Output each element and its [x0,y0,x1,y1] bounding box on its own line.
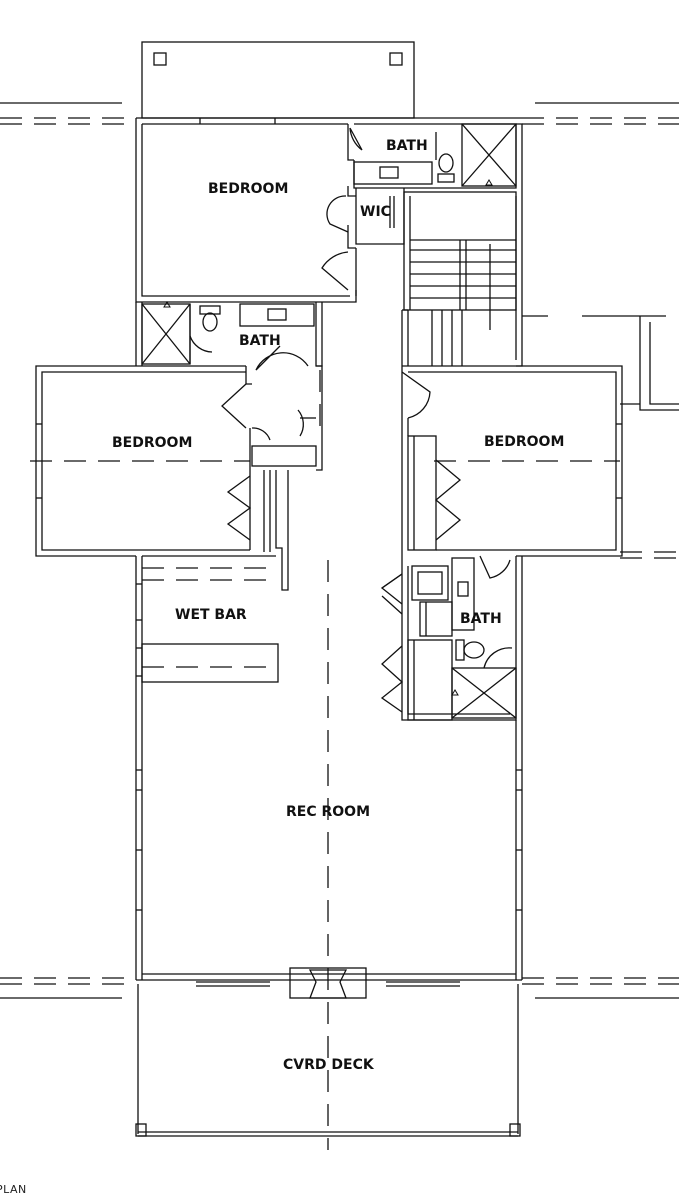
right-bedroom-walls [401,365,623,560]
rec-room-walls [135,555,523,981]
label-cvrd-deck: CVRD DECK [283,1057,375,1073]
label-bath-mid: BATH [239,333,281,349]
label-bedroom-left: BEDROOM [112,435,192,451]
label-bedroom-right: BEDROOM [484,434,564,450]
label-bedroom-top: BEDROOM [208,181,288,197]
plan-caption: PLAN [0,1183,27,1196]
label-bath-right: BATH [460,611,502,627]
dashed-reference-lines [0,117,679,1150]
covered-deck [135,984,521,1137]
label-bath-top: BATH [386,138,428,154]
right-bath-fixtures [380,555,517,721]
label-wet-bar: WET BAR [175,607,247,623]
stairs [403,123,523,367]
triangle-symbols [163,179,493,696]
top-bath-fixtures [353,123,517,189]
mid-bath-fixtures [135,302,323,371]
left-bedroom-walls [35,365,323,591]
label-rec-room: REC ROOM [286,804,370,820]
top-bump-out [141,41,415,119]
upper-bedroom-walls [135,117,522,303]
entry-door [196,967,460,999]
roof-lines [0,102,679,999]
label-wic: WIC [360,204,391,220]
central-hall-walls [355,248,409,366]
